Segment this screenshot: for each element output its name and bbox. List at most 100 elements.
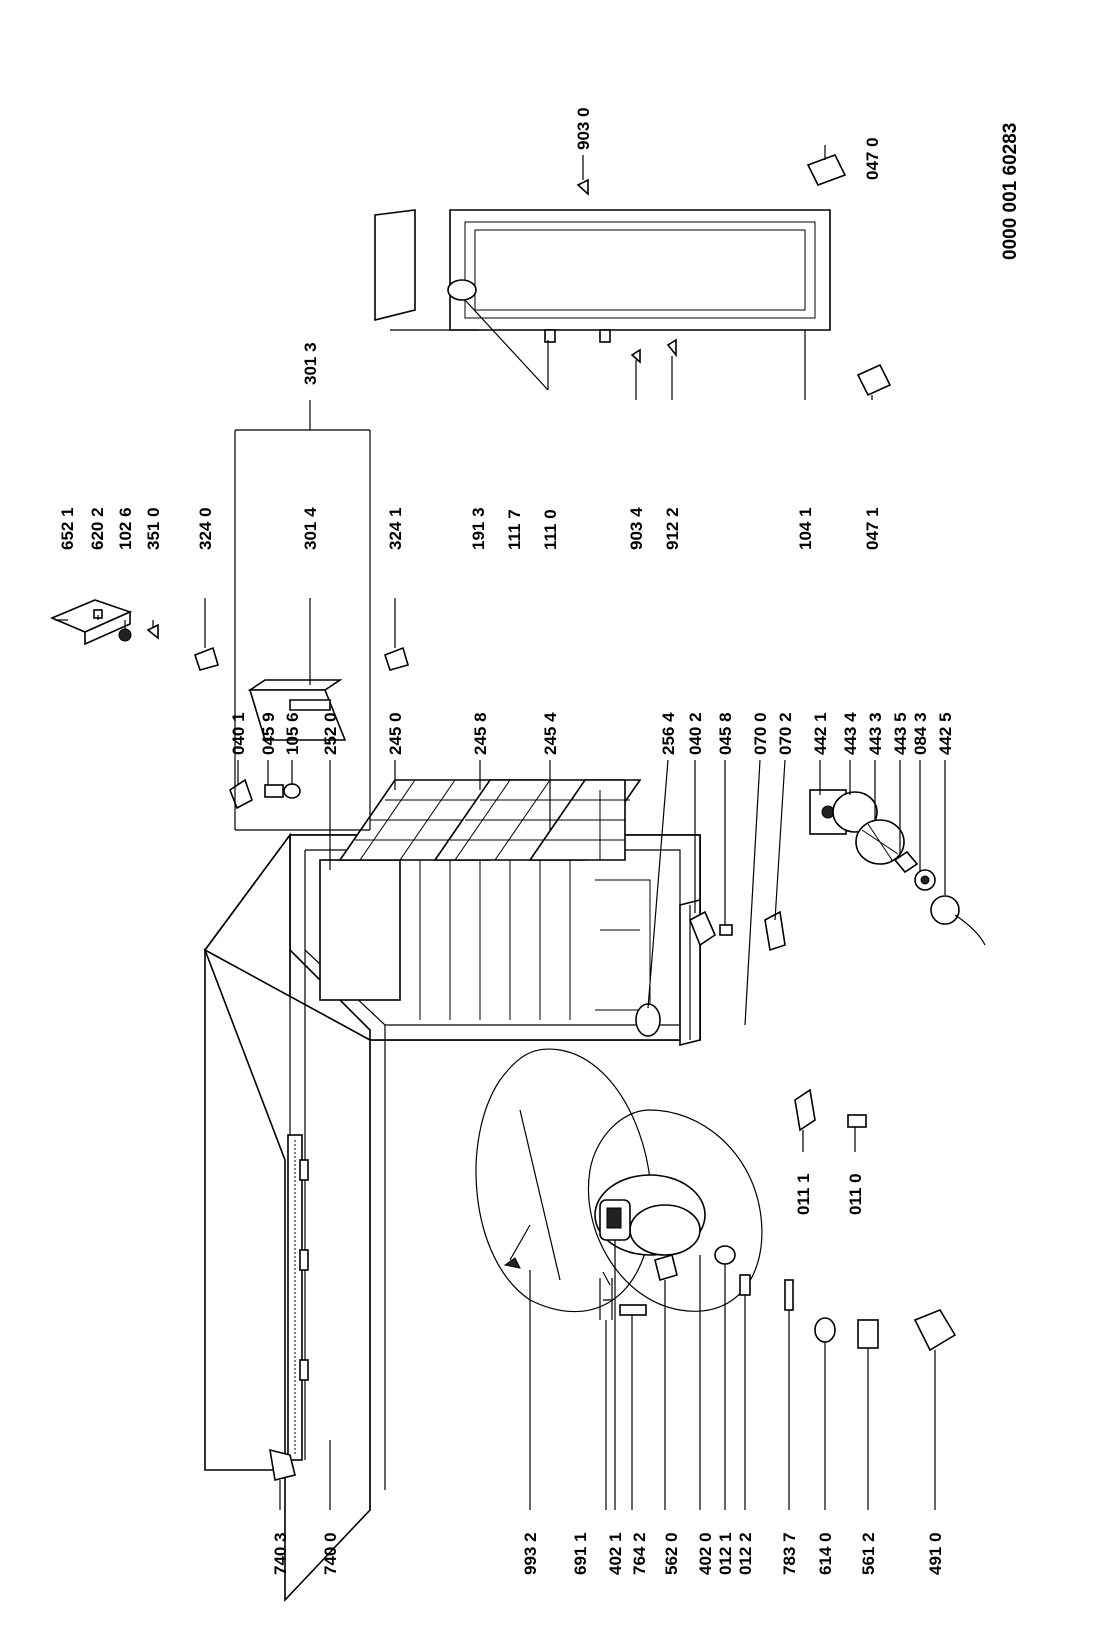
part-7837 [784, 1279, 794, 1311]
thermostat-capillary-9932 [509, 1224, 531, 1261]
hinge-0401 [229, 778, 253, 810]
shelf-rails [419, 860, 571, 1020]
condenser-7400 [287, 1134, 309, 1461]
pin-0458 [719, 924, 733, 936]
bushing-1056 [283, 783, 301, 799]
label-5620: 562 0 [662, 1532, 681, 1575]
hinge-1110 [544, 329, 556, 343]
bracket-7403 [269, 1448, 296, 1481]
label-4910: 491 0 [926, 1532, 945, 1575]
label-5612: 561 2 [859, 1532, 878, 1575]
top-hinge-group [229, 778, 301, 810]
label-0111: 011 1 [794, 1173, 813, 1215]
trim-3014 [247, 679, 343, 691]
ptc-6140 [814, 1317, 836, 1343]
cover-0470 [806, 154, 847, 186]
label-9030: 903 0 [574, 107, 593, 150]
leader-lines [55, 145, 946, 1510]
bracket-3241 [384, 646, 409, 671]
cabinet-body [203, 832, 701, 1603]
label-9122: 912 2 [663, 507, 682, 550]
cover-4910 [913, 1309, 957, 1352]
hinge-pin-0459 [264, 784, 284, 798]
label-0470: 047 0 [863, 137, 882, 180]
label-6521: 652 1 [58, 507, 77, 550]
hinge-0111 [794, 1088, 816, 1132]
label-2450: 245 0 [386, 712, 405, 755]
label-9034: 903 4 [627, 507, 646, 550]
label-7642: 764 2 [630, 1532, 649, 1575]
screw-9122 [666, 338, 677, 358]
label-0702: 070 2 [776, 712, 795, 755]
compressor-detail-inset [475, 1048, 763, 1313]
foot-0121 [714, 1245, 736, 1265]
bracket-3240 [194, 646, 219, 671]
bottom-hinge-group [688, 910, 867, 1132]
label-2564: 256 4 [659, 712, 678, 755]
shelf-2454 [528, 779, 626, 861]
top-right-parts [49, 599, 159, 646]
label-4434: 443 4 [841, 712, 860, 755]
label-4425: 442 5 [936, 712, 955, 755]
label-1056: 105 6 [283, 712, 302, 755]
lamp-2564 [635, 1003, 661, 1037]
top-trim-assembly [194, 429, 409, 831]
screw-0110 [847, 1114, 867, 1128]
label-7400: 740 0 [321, 1532, 340, 1575]
top-cover-2520 [319, 859, 401, 1001]
fan-blade-4435 [893, 850, 919, 874]
label-4021: 402 1 [606, 1532, 625, 1575]
label-3240: 324 0 [196, 507, 215, 550]
label-0471: 047 1 [863, 507, 882, 550]
label-0122: 012 2 [736, 1532, 755, 1575]
tool-6911 [602, 1271, 612, 1301]
fan-shroud-4434 [832, 791, 878, 833]
label-4433: 443 3 [866, 712, 885, 755]
hinge-0402 [688, 910, 717, 947]
door-assembly [374, 154, 892, 397]
label-4435: 443 5 [891, 712, 910, 755]
fan-assembly [809, 789, 986, 946]
cover-0471 [856, 363, 892, 397]
part-1026 [118, 628, 132, 642]
label-1041: 104 1 [796, 507, 815, 550]
label-3241: 324 1 [386, 507, 405, 550]
label-7403: 740 3 [271, 1532, 290, 1575]
label-0459: 045 9 [259, 712, 278, 755]
document-number: 0000 001 60283 [1000, 123, 1021, 260]
label-0121: 012 1 [716, 1532, 735, 1575]
label-4020: 402 0 [696, 1532, 715, 1575]
label-6202: 620 2 [88, 507, 107, 550]
label-7837: 783 7 [780, 1532, 799, 1575]
label-3013: 301 3 [301, 342, 320, 385]
screw-9030 [576, 178, 589, 196]
label-1913: 191 3 [469, 507, 488, 550]
label-0402: 040 2 [686, 712, 705, 755]
part-5612 [857, 1319, 879, 1349]
label-0401: 040 1 [229, 712, 248, 755]
door-panel-1041 [449, 209, 831, 331]
label-0110: 011 0 [846, 1173, 865, 1215]
door-top-trim-1913 [374, 209, 416, 322]
thermal-fuse-7642 [619, 1304, 647, 1316]
label-0843: 084 3 [911, 712, 930, 755]
label-3510: 351 0 [144, 507, 163, 550]
part-0122 [739, 1274, 751, 1296]
label-9932: 993 2 [521, 1532, 540, 1575]
thermostat-9932 [503, 1257, 521, 1269]
label-0700: 070 0 [751, 712, 770, 755]
label-2520: 252 0 [321, 712, 340, 755]
label-4421: 442 1 [811, 712, 830, 755]
door-handle-1117 [447, 279, 477, 301]
label-6911: 691 1 [571, 1532, 590, 1575]
label-2454: 245 4 [541, 712, 560, 755]
part-labels: 652 1 620 2 102 6 351 0 324 0 301 4 324 … [58, 107, 955, 1575]
label-1026: 102 6 [116, 507, 135, 550]
label-6140: 614 0 [816, 1532, 835, 1575]
label-3014: 301 4 [301, 507, 320, 550]
label-2458: 245 8 [471, 712, 490, 755]
part-5620 [654, 1253, 678, 1282]
fan-motor-4425 [930, 895, 960, 925]
label-0458: 045 8 [716, 712, 735, 755]
